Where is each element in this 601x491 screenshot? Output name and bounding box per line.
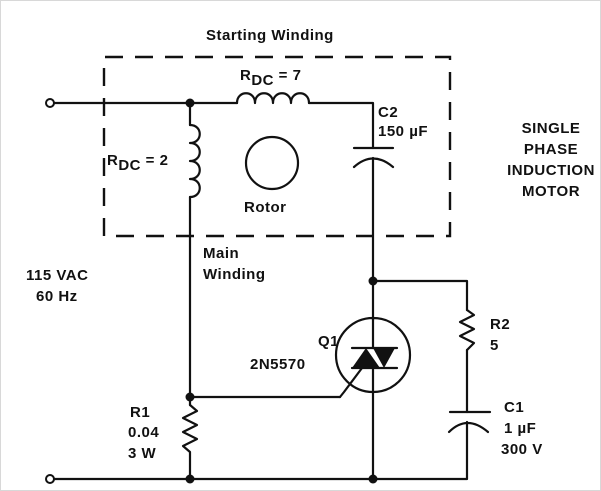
wire-top-right [307,101,375,150]
wire-snubber-top [371,279,469,312]
r1-rating: 3 W [128,445,157,462]
main-winding-inductor [188,123,201,199]
wire-c1-bottom [371,420,469,481]
r2-resistor [458,308,476,352]
junction-bottom-right [368,474,378,484]
c2-value: 150 µF [378,123,428,140]
triac-q1-symbol [334,316,412,481]
main-winding-resistance: RDC = 2 [107,152,168,174]
r2-value: 5 [490,337,499,354]
main-winding-label-line2: Winding [203,266,266,283]
motor-label-line2: PHASE [524,141,578,158]
starting-winding-resistance: RDC = 7 [240,67,301,89]
r2-name: R2 [490,316,510,333]
junction-bottom-left [185,474,195,484]
junction-gate [185,392,195,402]
c1-plate-curved [447,421,490,434]
motor-label-line3: INDUCTION [507,162,595,179]
r1-name: R1 [130,404,150,421]
motor-enclosure-box [102,55,452,238]
c1-value: 1 µF [504,420,536,437]
starting-winding-inductor [235,92,311,105]
supply-voltage: 115 VAC [26,267,88,284]
supply-frequency: 60 Hz [36,288,78,305]
c1-name: C1 [504,399,524,416]
rotor-symbol [244,135,300,191]
c1-rating: 300 V [501,441,543,458]
motor-label-line4: MOTOR [522,183,580,200]
supply-terminal-bottom [45,474,55,484]
r1-value: 0.04 [128,424,159,441]
q1-part-number: 2N5570 [250,356,306,373]
motor-label-line1: SINGLE [522,120,581,137]
main-winding-label-line1: Main [203,245,239,262]
rotor-label: Rotor [244,199,287,216]
supply-terminal-top [45,98,55,108]
r1-resistor [181,403,199,481]
c2-name: C2 [378,104,398,121]
q1-name: Q1 [318,333,339,350]
starting-winding-title: Starting Winding [206,27,334,44]
